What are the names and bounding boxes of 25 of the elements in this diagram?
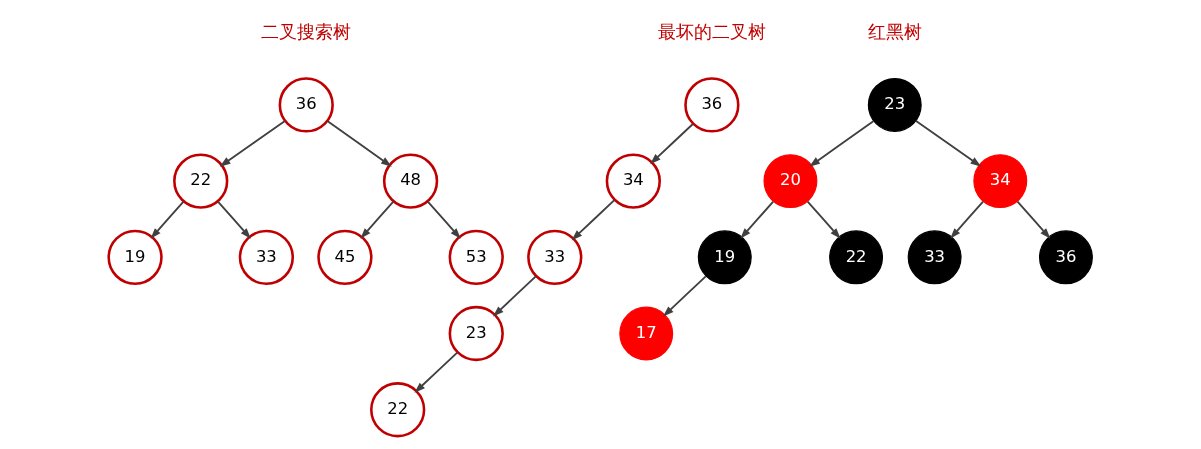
label: 最坏的二叉树: [657, 22, 766, 43]
node-circle: 20: [763, 154, 818, 209]
arrow: [219, 120, 286, 167]
node-circle: 34: [973, 154, 1028, 209]
arrow: [493, 275, 537, 317]
arrow: [809, 120, 875, 167]
arrow: [915, 120, 982, 167]
arrow: [950, 200, 984, 239]
arrow: [740, 200, 775, 239]
arrow: [326, 120, 392, 167]
arrow: [426, 200, 461, 239]
node-circle: 23: [867, 77, 922, 132]
arrow: [571, 199, 616, 241]
label: 红黑树: [867, 22, 922, 43]
label: 二叉搜索树: [261, 22, 352, 43]
node-circle: 36: [684, 77, 740, 133]
arrow: [806, 200, 841, 239]
arrow: [217, 200, 251, 239]
arrow: [650, 123, 694, 165]
node-circle: 36: [278, 77, 334, 133]
arrow: [663, 275, 707, 317]
arrow: [360, 200, 395, 239]
arrow: [414, 351, 459, 393]
arrow: [150, 200, 185, 239]
arrow: [1016, 200, 1051, 239]
